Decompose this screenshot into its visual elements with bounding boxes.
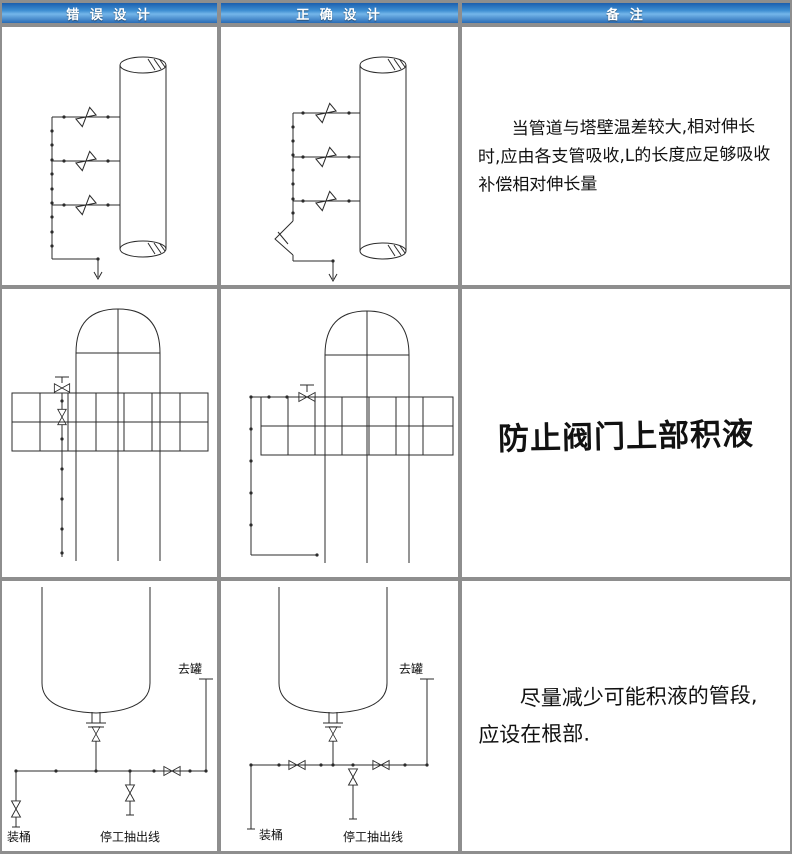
expansion-offset: [274, 220, 294, 256]
bottom-nozzle-valve: [323, 712, 343, 767]
wrong-tower-branches-diagram: [50, 56, 167, 281]
riser-pipe: [50, 117, 54, 259]
vessel: [75, 308, 161, 561]
wrong-vessel-platform-diagram: [11, 308, 209, 561]
valve-icon: [125, 784, 135, 802]
remark-row2-text: 防止阀门上部积液: [497, 415, 755, 458]
bottom-nozzle-valve: [86, 712, 106, 773]
tower: [119, 56, 167, 258]
header-pipe: [249, 760, 429, 770]
remark-row1: 当管道与塔壁温差较大,相对伸长时,应由各支管吸收,L的长度应足够吸收补偿相对伸长…: [462, 27, 790, 285]
barrel-branch: 装桶: [247, 765, 283, 842]
diagram-wrong-row1: [2, 27, 217, 285]
to-tank-label: 去罐: [178, 662, 202, 676]
valve-icon: [11, 800, 21, 818]
tank: [41, 587, 151, 714]
correct-tank-outlet-diagram: 去罐 装桶 停工抽出线: [247, 587, 434, 844]
remark-row3: 尽量减少可能积液的管段,应设在根部.: [462, 581, 790, 851]
barrel-label: 装桶: [7, 829, 31, 844]
platform-grid: [11, 392, 209, 452]
valve-icon: [328, 726, 338, 742]
header-remarks: 备 注: [462, 3, 790, 23]
remark-row2: 防止阀门上部积液: [462, 289, 790, 577]
branch-pipes: [52, 106, 120, 216]
diagram-correct-row2: [221, 289, 458, 577]
vessel: [324, 310, 410, 563]
header-correct-design-label: 正 确 设 计: [296, 7, 383, 23]
drain-pipe: [292, 255, 338, 283]
to-tank-riser: 去罐: [399, 662, 434, 765]
valve-icon: [91, 726, 101, 742]
correct-vessel-platform-diagram: [249, 310, 454, 563]
platform-grid: [260, 396, 454, 456]
diagram-correct-row3: 去罐 装桶 停工抽出线: [221, 581, 458, 851]
to-tank-riser: 去罐: [178, 662, 213, 771]
header-pipe: [14, 766, 208, 776]
diagram-wrong-row2: [2, 289, 217, 577]
shutdown-line-label: 停工抽出线: [343, 829, 403, 844]
correct-tower-branches-diagram: [274, 56, 407, 283]
barrel-branch: 装桶: [7, 771, 31, 844]
shutdown-branch: 停工抽出线: [100, 771, 160, 844]
tank: [278, 587, 388, 714]
valve-icon: [348, 768, 358, 786]
drain-pipe: [52, 257, 103, 281]
branch-pipes: [293, 102, 360, 212]
diagram-wrong-row3: 去罐 装桶 停工抽出线: [2, 581, 217, 851]
riser-pipe: [291, 113, 295, 221]
header-remarks-label: 备 注: [606, 7, 646, 23]
header-correct-design: 正 确 设 计: [221, 3, 458, 23]
valve-at-platform: [249, 384, 319, 557]
remark-row1-text: 当管道与塔壁温差较大,相对伸长时,应由各支管吸收,L的长度应足够吸收补偿相对伸长…: [477, 116, 771, 196]
valve-below-platform: [53, 376, 71, 557]
shutdown-line-label: 停工抽出线: [100, 829, 160, 844]
valve-icon: [53, 383, 71, 393]
design-comparison-table: 错 误 设 计 正 确 设 计 备 注: [2, 3, 790, 851]
diagram-correct-row1: [221, 27, 458, 285]
remark-row3-text: 尽量减少可能积液的管段,应设在根部.: [478, 683, 758, 748]
wrong-tank-outlet-diagram: 去罐 装桶 停工抽出线: [7, 587, 213, 844]
tower: [359, 56, 407, 260]
header-wrong-design: 错 误 设 计: [2, 3, 217, 23]
barrel-label: 装桶: [259, 827, 283, 842]
header-wrong-design-label: 错 误 设 计: [66, 7, 153, 23]
to-tank-label: 去罐: [399, 662, 423, 676]
shutdown-branch: 停工抽出线: [343, 768, 403, 844]
